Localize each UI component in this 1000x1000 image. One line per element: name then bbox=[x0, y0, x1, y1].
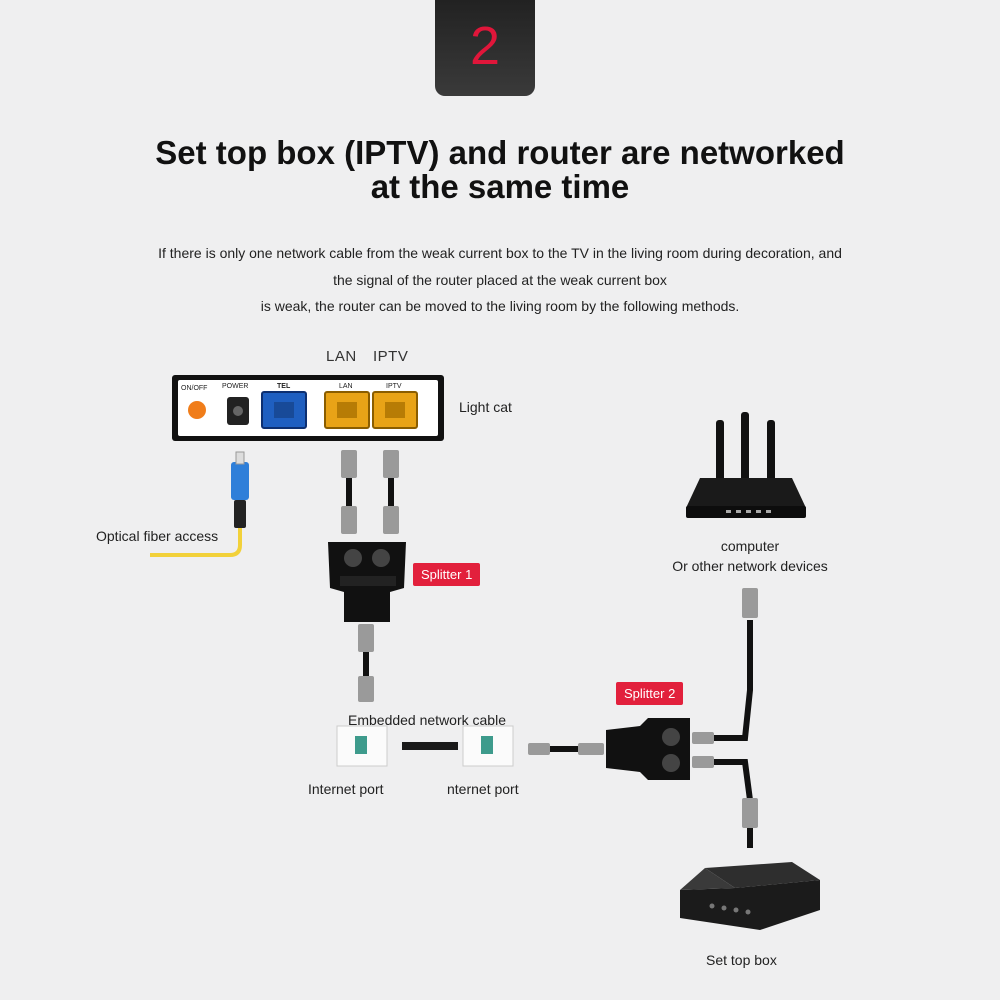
internet-wall-ports bbox=[336, 725, 514, 767]
light-cat-label: Light cat bbox=[459, 399, 512, 415]
internet-port-2-label: nternet port bbox=[447, 781, 519, 797]
set-top-box-label: Set top box bbox=[706, 952, 777, 968]
power-panel-label: POWER bbox=[222, 383, 249, 390]
splitter-2-out-cables bbox=[692, 588, 758, 848]
port-to-splitter-2-cable bbox=[528, 743, 604, 755]
title-line-1: Set top box (IPTV) and router are networ… bbox=[155, 134, 845, 171]
optical-fiber-cable bbox=[150, 451, 249, 557]
iptv-top-label: IPTV bbox=[373, 348, 409, 365]
set-top-box-icon bbox=[680, 862, 820, 930]
internet-port-1-label: Internet port bbox=[308, 781, 384, 797]
light-cat-modem bbox=[172, 375, 444, 441]
splitter-2-tag: Splitter 2 bbox=[616, 682, 684, 705]
lan-top-label: LAN bbox=[326, 348, 357, 365]
title-line-2: at the same time bbox=[370, 168, 630, 205]
step-number: 2 bbox=[469, 16, 501, 76]
lan-panel-label: LAN bbox=[339, 383, 353, 390]
power-button-icon bbox=[188, 401, 206, 419]
onoff-panel-label: ON/OFF bbox=[181, 385, 208, 392]
intro-line-1: If there is only one network cable from … bbox=[158, 245, 842, 261]
router-icon bbox=[686, 412, 806, 518]
internet-port-1-icon bbox=[336, 725, 388, 767]
step-number-tab: 2 bbox=[435, 0, 535, 96]
splitter-1-icon bbox=[328, 542, 406, 622]
tel-panel-label: TEL bbox=[277, 383, 291, 390]
splitter-2-icon bbox=[606, 718, 690, 780]
computer-label-line-2: Or other network devices bbox=[672, 558, 828, 574]
computer-label: computer Or other network devices bbox=[640, 536, 860, 576]
intro-text: If there is only one network cable from … bbox=[0, 240, 1000, 320]
splitter-1-tag: Splitter 1 bbox=[413, 563, 481, 586]
splitter-1-down-cable bbox=[358, 624, 374, 702]
embedded-cable-label: Embedded network cable bbox=[348, 712, 506, 728]
iptv-panel-label: IPTV bbox=[386, 383, 402, 390]
intro-line-2: the signal of the router placed at the w… bbox=[333, 271, 667, 288]
optical-fiber-label: Optical fiber access bbox=[96, 528, 219, 544]
computer-label-line-1: computer bbox=[720, 538, 780, 554]
page-title: Set top box (IPTV) and router are networ… bbox=[0, 136, 1000, 204]
modem-to-splitter-cables bbox=[341, 450, 399, 534]
intro-line-3: is weak, the router can be moved to the … bbox=[260, 298, 740, 314]
